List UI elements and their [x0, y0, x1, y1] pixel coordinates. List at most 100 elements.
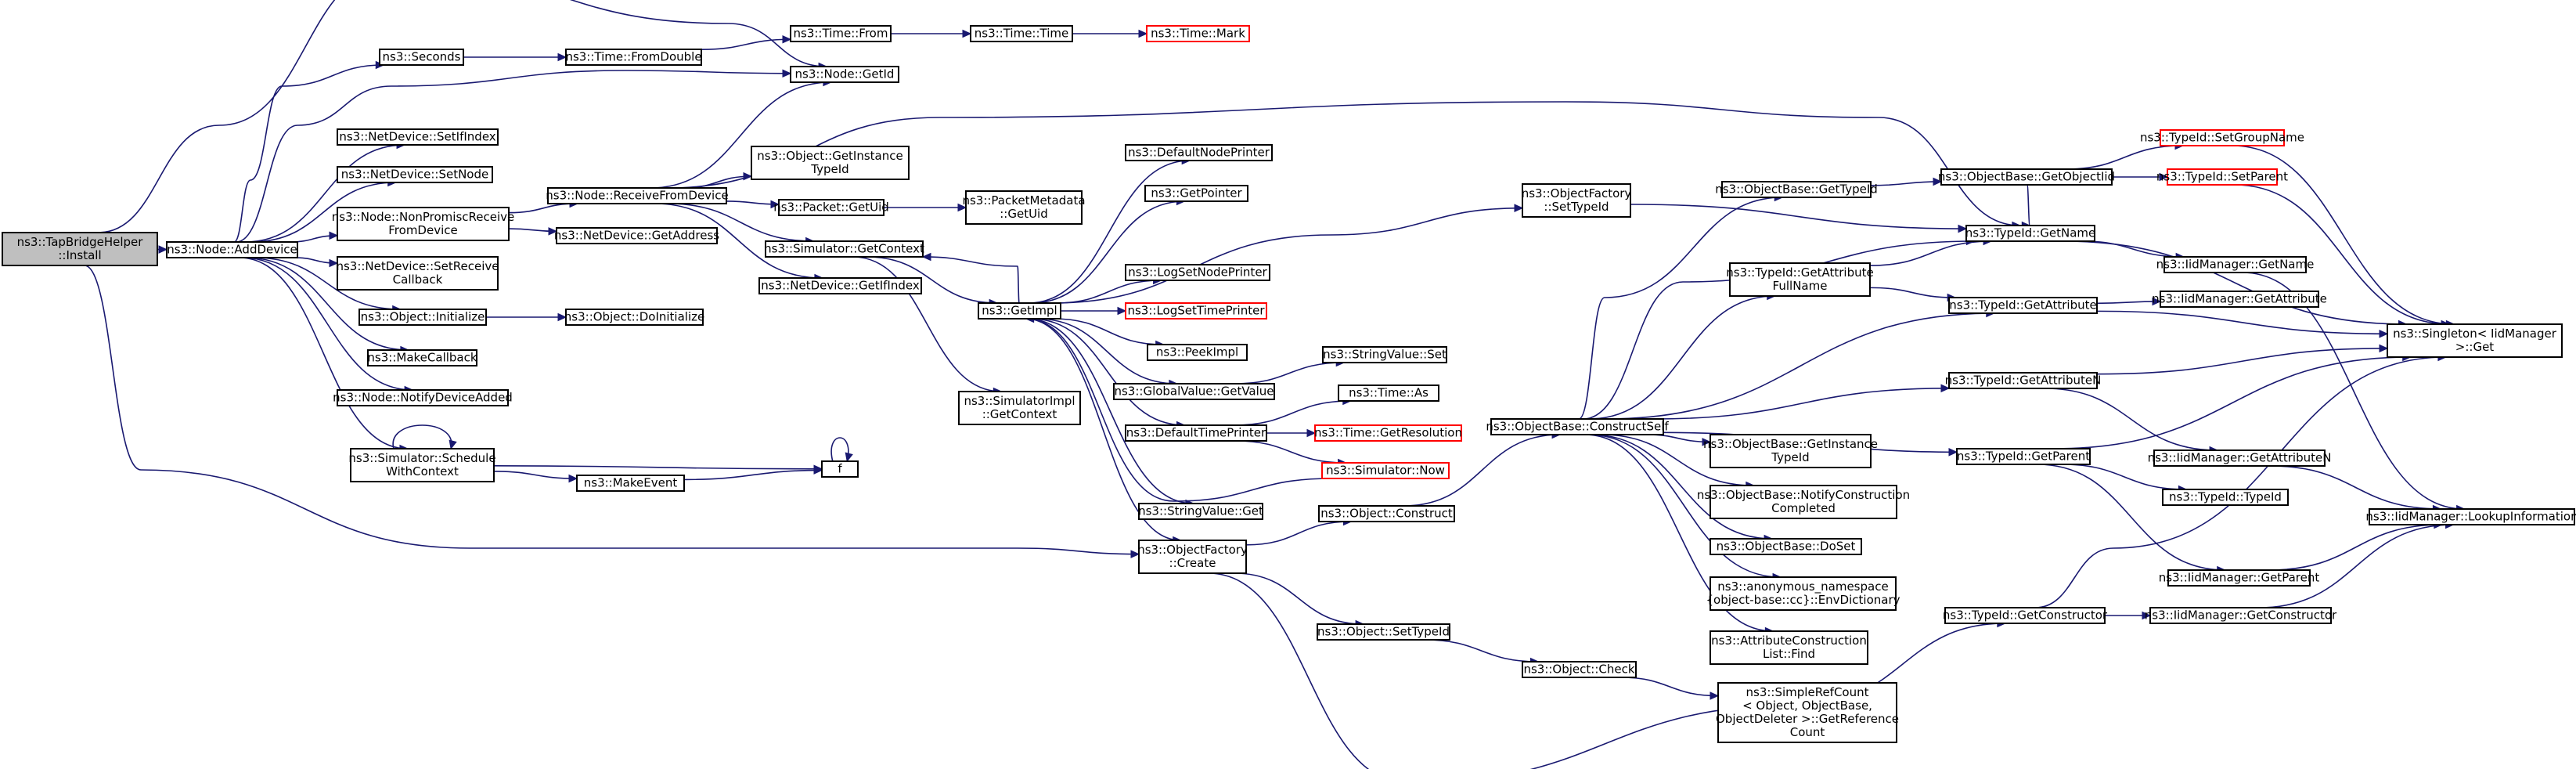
node-objSetTid[interactable]: ns3::Object::SetTypeId [1317, 623, 1450, 641]
node-objConstruct[interactable]: ns3::Object::Construct [1318, 505, 1455, 522]
node-lookupInfo[interactable]: ns3::IidManager::LookupInformation [2365, 508, 2576, 525]
node-timeTime[interactable]: ns3::Time::Time [970, 25, 1073, 42]
node-makeEvent[interactable]: ns3::MakeEvent [576, 475, 685, 492]
edge-objConstruct-constructSelf [1403, 434, 1561, 507]
node-root[interactable]: ns3::TapBridgeHelper::Install [2, 232, 158, 266]
node-label: ns3::Node::NonPromiscReceive [332, 210, 515, 224]
node-tidGetAttrN[interactable]: ns3::TypeId::GetAttributeN [1945, 372, 2102, 389]
node-gvGetValue[interactable]: ns3::GlobalValue::GetValue [1113, 383, 1275, 400]
node-ofSetTid[interactable]: ns3::ObjectFactory::SetTypeId [1522, 183, 1632, 218]
node-iidGetAttr[interactable]: ns3::IidManager::GetAttribute [2152, 291, 2327, 308]
edge-addDevice-setNode [250, 182, 396, 243]
node-peekImpl[interactable]: ns3::PeekImpl [1147, 344, 1248, 361]
node-getIfIndex[interactable]: ns3::NetDevice::GetIfIndex [758, 277, 922, 294]
node-doSet[interactable]: ns3::ObjectBase::DoSet [1710, 538, 1862, 555]
node-doInit[interactable]: ns3::Object::DoInitialize [564, 309, 704, 326]
node-defTimePrinter[interactable]: ns3::DefaultTimePrinter [1125, 424, 1267, 442]
node-objInit[interactable]: ns3::Object::Initialize [358, 309, 487, 326]
node-box [1317, 623, 1450, 641]
node-getPointer[interactable]: ns3::GetPointer [1144, 185, 1248, 202]
node-obGetTid[interactable]: ns3::ObjectBase::GetTypeId [1715, 181, 1878, 198]
node-ofCreate[interactable]: ns3::ObjectFactory::Create [1137, 540, 1248, 574]
node-logSetNode[interactable]: ns3::LogSetNodePrinter [1125, 264, 1270, 281]
node-label: ns3::ObjectBase::NotifyConstruction [1697, 488, 1910, 502]
node-f[interactable]: f [821, 460, 859, 478]
node-simImplGetCtx[interactable]: ns3::SimulatorImpl::GetContext [958, 391, 1081, 425]
node-tidGetParent[interactable]: ns3::TypeId::GetParent [1956, 448, 2091, 465]
node-srcGetRef[interactable]: ns3::SimpleRefCount< Object, ObjectBase,… [1716, 682, 1899, 743]
node-constructSelf[interactable]: ns3::ObjectBase::ConstructSelf [1486, 418, 1669, 435]
node-fromDouble[interactable]: ns3::Time::FromDouble [565, 49, 702, 66]
node-iidGetName[interactable]: ns3::IidManager::GetName [2156, 256, 2315, 273]
edge-recvFromDev-simGetCtx [667, 203, 814, 242]
node-iidGetAttrN[interactable]: ns3::IidManager::GetAttributeN [2148, 449, 2332, 467]
node-label: ns3::TypeId::SetParent [2156, 170, 2288, 184]
node-label: ns3::IidManager::GetConstructor [2145, 608, 2337, 623]
node-obGetObjIid[interactable]: ns3::ObjectBase::GetObjectIid [1938, 168, 2115, 186]
node-getRes[interactable]: ns3::Time::GetResolution [1314, 424, 1462, 442]
edge-f-f [830, 437, 849, 462]
node-box [1146, 25, 1250, 42]
edge-constructSelf-tidGetAttrN [1652, 387, 1950, 420]
edge-objSetTid-objCheck [1424, 639, 1539, 662]
node-label: ns3::Object::Check [1523, 662, 1634, 677]
node-box [576, 475, 685, 492]
node-makeCallback[interactable]: ns3::MakeCallback [367, 349, 477, 366]
node-getAddress[interactable]: ns3::NetDevice::GetAddress [554, 227, 719, 244]
node-timeFrom[interactable]: ns3::Time::From [790, 25, 892, 42]
node-box [2160, 291, 2319, 308]
node-simGetCtx[interactable]: ns3::Simulator::GetContext [764, 240, 924, 258]
node-getUid[interactable]: ns3::Packet::GetUid [773, 199, 889, 216]
node-objCheck[interactable]: ns3::Object::Check [1522, 661, 1637, 678]
node-defNodePrinter[interactable]: ns3::DefaultNodePrinter [1125, 144, 1273, 161]
node-tidGetCtor[interactable]: ns3::TypeId::GetConstructor [1943, 607, 2108, 624]
node-box [565, 49, 702, 66]
node-singletonGet[interactable]: ns3::Singleton< IidManager >::Get [2387, 323, 2563, 358]
node-label: ns3::IidManager::GetAttributeN [2148, 451, 2332, 465]
edge-recvFromDev-getIfIndex [654, 203, 823, 279]
node-iidGetParent[interactable]: ns3::IidManager::GetParent [2159, 569, 2320, 587]
node-label: ns3::IidManager::GetName [2156, 258, 2315, 272]
node-label: ns3::NetDevice::GetIfIndex [761, 279, 920, 293]
edge-addDevice-objInit [254, 257, 401, 310]
node-envDict[interactable]: ns3::anonymous_namespace{object-base::cc… [1706, 576, 1900, 611]
node-tidSetParent[interactable]: ns3::TypeId::SetParent [2156, 168, 2288, 186]
node-addDevice[interactable]: ns3::Node::AddDevice [166, 241, 298, 258]
node-recvFromDev[interactable]: ns3::Node::ReceiveFromDevice [546, 187, 729, 204]
node-timeAs[interactable]: ns3::Time::As [1338, 384, 1439, 402]
edge-gvGetValue-strValSet [1234, 362, 1345, 384]
node-simNow[interactable]: ns3::Simulator::Now [1321, 462, 1450, 479]
node-box [2369, 508, 2575, 525]
node-tidTypeId[interactable]: ns3::TypeId::TypeId [2162, 489, 2289, 506]
node-pmGetUid[interactable]: ns3::PacketMetadata::GetUid [962, 190, 1086, 225]
node-setNode[interactable]: ns3::NetDevice::SetNode [337, 166, 493, 183]
node-logSetTime[interactable]: ns3::LogSetTimePrinter [1125, 302, 1267, 320]
edge-arrowhead [813, 466, 823, 475]
edge-arrowhead [557, 312, 567, 322]
node-iidGetCtor[interactable]: ns3::IidManager::GetConstructor [2145, 607, 2337, 624]
node-strValGet[interactable]: ns3::StringValue::Get [1138, 503, 1263, 520]
node-seconds[interactable]: ns3::Seconds [379, 49, 464, 66]
edge-arrowhead [957, 203, 967, 212]
node-tidGetAttr[interactable]: ns3::TypeId::GetAttribute [1948, 297, 2098, 314]
node-tidGetName[interactable]: ns3::TypeId::GetName [1965, 225, 2095, 242]
node-strValSet[interactable]: ns3::StringValue::Set [1322, 346, 1447, 363]
node-setGroupName[interactable]: ns3::TypeId::SetGroupName [2140, 129, 2304, 146]
node-notifyAdded[interactable]: ns3::Node::NotifyDeviceAdded [333, 389, 513, 406]
node-setIfIndex[interactable]: ns3::NetDevice::SetIfIndex [337, 128, 499, 146]
node-getId[interactable]: ns3::Node::GetId [790, 66, 899, 83]
edge-ofCreate-objSetTid [1234, 572, 1364, 625]
node-timeMark[interactable]: ns3::Time::Mark [1146, 25, 1250, 42]
edge-arrowhead [1940, 384, 1951, 393]
node-label: ns3::Node::GetId [795, 67, 895, 81]
node-notifyConstr[interactable]: ns3::ObjectBase::NotifyConstructionCompl… [1697, 485, 1910, 519]
node-box [1144, 185, 1248, 202]
node-getImpl[interactable]: ns3::GetImpl [978, 302, 1061, 320]
